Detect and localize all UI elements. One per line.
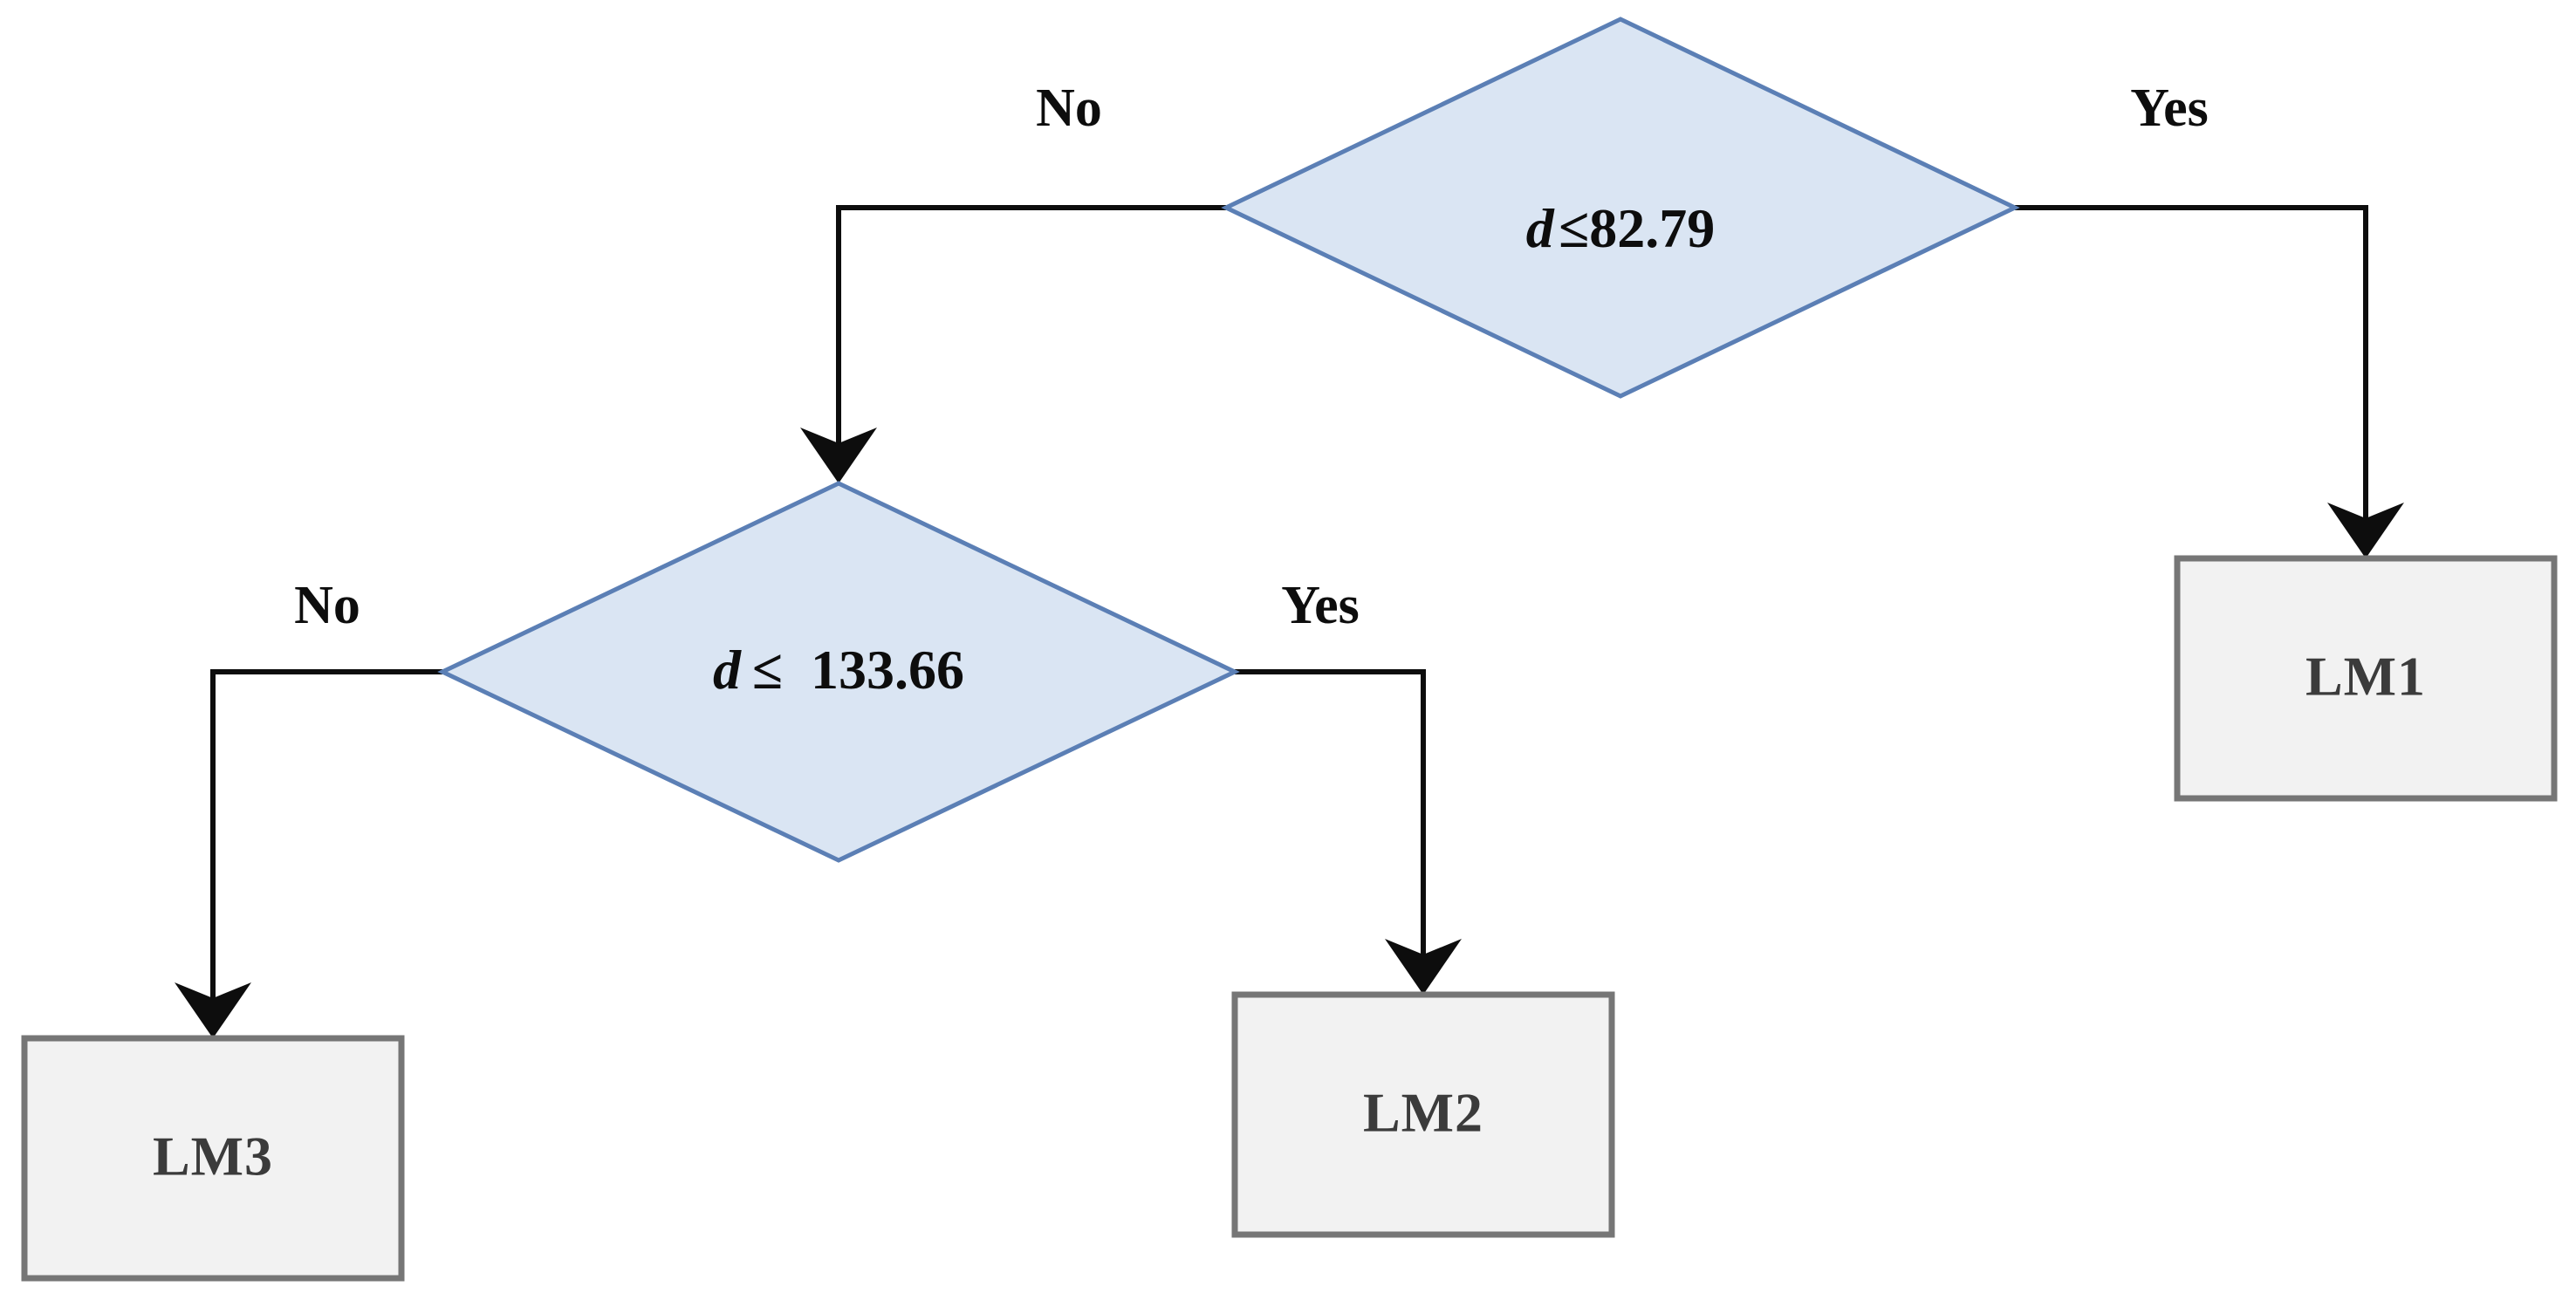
edge-line-decision2-no <box>210 669 442 1009</box>
arrow-head-decision1-yes <box>2327 503 2404 558</box>
decision-label-1: d ≤82.79 <box>1526 197 1715 259</box>
terminal-box-lm2[interactable] <box>1231 991 1615 1238</box>
terminal-node-lm1[interactable]: LM1 <box>2174 555 2558 802</box>
terminal-label-lm2: LM2 <box>1363 1082 1483 1144</box>
decision-threshold-1: 82.79 <box>1589 197 1715 259</box>
terminal-label-lm1: LM1 <box>2305 646 2426 708</box>
connector-layer <box>175 205 2404 1038</box>
arrow-head-decision1-no <box>800 428 877 483</box>
terminal-node-lm3[interactable]: LM3 <box>21 1035 405 1282</box>
edge-line-decision1-yes <box>2015 205 2368 529</box>
edge-label-decision1-yes: Yes <box>2130 79 2209 138</box>
decision-threshold-2: 133.66 <box>811 639 964 701</box>
edge-line-decision2-yes <box>1235 669 1426 965</box>
decision-variable-1: d <box>1526 197 1555 259</box>
decision-node-2[interactable]: d ≤ 133.66 <box>437 481 1240 863</box>
edge-label-layer: No Yes No Yes <box>294 79 2209 635</box>
decision-diamond-2[interactable] <box>437 481 1240 863</box>
edge-label-decision2-no: No <box>294 576 360 635</box>
arrow-head-decision2-no <box>175 982 251 1038</box>
decision-variable-2: d <box>713 639 742 701</box>
edge-decision2-yes <box>1235 669 1462 995</box>
terminal-box-lm3[interactable] <box>21 1035 405 1282</box>
edge-label-decision2-yes: Yes <box>1281 576 1360 635</box>
decision-node-1[interactable]: d ≤82.79 <box>1221 17 2020 399</box>
edge-decision1-yes <box>2015 205 2404 558</box>
edge-line-decision1-no <box>836 205 1226 454</box>
edge-label-decision1-no: No <box>1036 79 1102 138</box>
terminal-label-lm3: LM3 <box>153 1126 273 1187</box>
decision-operator-1: ≤ <box>1559 197 1589 259</box>
terminal-node-lm2[interactable]: LM2 <box>1231 991 1615 1238</box>
arrow-head-decision2-yes <box>1385 939 1462 995</box>
edge-decision1-no <box>800 205 1226 483</box>
edge-decision2-no <box>175 669 442 1038</box>
decision-label-2: d ≤ 133.66 <box>713 639 964 701</box>
decision-operator-2: ≤ <box>752 639 783 701</box>
terminal-box-lm1[interactable] <box>2174 555 2558 802</box>
decision-diamond-1[interactable] <box>1221 17 2020 399</box>
